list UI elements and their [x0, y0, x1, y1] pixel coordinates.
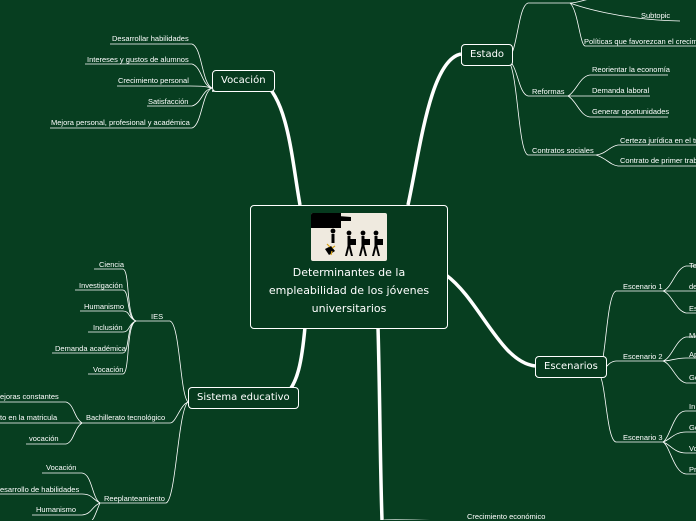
- central-title: Determinantes de la empleabilidad de los…: [268, 266, 430, 315]
- replanteamiento-label[interactable]: Reeplanteamiento: [104, 494, 165, 503]
- escenario-3-item-1[interactable]: In: [689, 402, 696, 411]
- escenario-2[interactable]: Escenario 2: [623, 352, 663, 361]
- ies-item-5[interactable]: Demanda académica: [55, 344, 126, 353]
- escenario-2-item-2[interactable]: Ap: [689, 350, 696, 359]
- estado-subtopic[interactable]: Subtopic: [641, 11, 671, 20]
- ies-item-1[interactable]: Ciencia: [99, 260, 125, 269]
- vocacion-item-1[interactable]: Desarrollar habilidades: [112, 34, 189, 43]
- bachillerato-item-2[interactable]: to en la matricula: [0, 413, 58, 422]
- topic-vocacion[interactable]: Vocación: [212, 70, 275, 92]
- reformas-item-1[interactable]: Reorientar la economía: [592, 65, 670, 74]
- escenario-3-item-4[interactable]: Pr: [689, 465, 696, 474]
- reformas-item-2[interactable]: Demanda laboral: [592, 86, 650, 95]
- vocacion-item-4[interactable]: Satisfacción: [148, 97, 189, 106]
- contratos-item-2[interactable]: Contrato de primer trab: [620, 156, 696, 165]
- contratos-item-1[interactable]: Certeza jurídica en el tr: [620, 136, 696, 145]
- bachillerato-item-3[interactable]: vocación: [29, 434, 59, 443]
- replanteamiento-item-2[interactable]: esarrollo de habilidades: [0, 485, 80, 494]
- people-carrying-boxes-icon: [311, 213, 383, 256]
- ies-item-2[interactable]: Investigación: [79, 281, 123, 290]
- escenario-2-item-1[interactable]: Me: [689, 331, 696, 340]
- vocacion-item-2[interactable]: Intereses y gustos de alumnos: [87, 55, 189, 64]
- estado-reformas[interactable]: Reformas: [532, 87, 565, 96]
- escenario-3[interactable]: Escenario 3: [623, 433, 663, 442]
- escenario-1[interactable]: Escenario 1: [623, 282, 663, 291]
- central-topic[interactable]: Determinantes de la empleabilidad de los…: [250, 205, 448, 329]
- replanteamiento-item-3[interactable]: Humanismo: [36, 505, 77, 514]
- bottom-crecimiento[interactable]: Crecimiento económico: [467, 512, 546, 521]
- central-image: [311, 213, 387, 261]
- topic-sistema-educativo[interactable]: Sistema educativo: [188, 387, 299, 409]
- bachillerato-item-1[interactable]: ejoras constantes: [0, 392, 59, 401]
- vocacion-item-3[interactable]: Crecimiento personal: [118, 76, 189, 85]
- escenario-1-item-1[interactable]: Te: [689, 261, 696, 270]
- ies-item-6[interactable]: Vocación: [93, 365, 124, 374]
- topic-estado[interactable]: Estado: [461, 44, 514, 66]
- reformas-item-3[interactable]: Generar oportunidades: [592, 107, 670, 116]
- escenario-3-item-2[interactable]: Go: [689, 423, 696, 432]
- replanteamiento-item-1[interactable]: Vocación: [46, 463, 77, 472]
- escenario-2-item-3[interactable]: Go: [689, 373, 696, 382]
- ies-item-3[interactable]: Humanismo: [84, 302, 125, 311]
- ies-item-4[interactable]: Inclusión: [93, 323, 123, 332]
- estado-politicas[interactable]: Políticas que favorezcan el crecimi: [584, 37, 696, 46]
- vocacion-item-5[interactable]: Mejora personal, profesional y académica: [51, 118, 190, 127]
- ies-label[interactable]: IES: [151, 312, 164, 321]
- escenario-1-item-2[interactable]: de: [689, 282, 696, 291]
- escenario-1-item-3[interactable]: Es: [689, 304, 696, 313]
- escenario-3-item-3[interactable]: Vo: [689, 444, 696, 453]
- topic-escenarios[interactable]: Escenarios: [535, 356, 607, 378]
- estado-contratos[interactable]: Contratos sociales: [532, 146, 594, 155]
- bachillerato-label[interactable]: Bachillerato tecnológico: [86, 413, 166, 422]
